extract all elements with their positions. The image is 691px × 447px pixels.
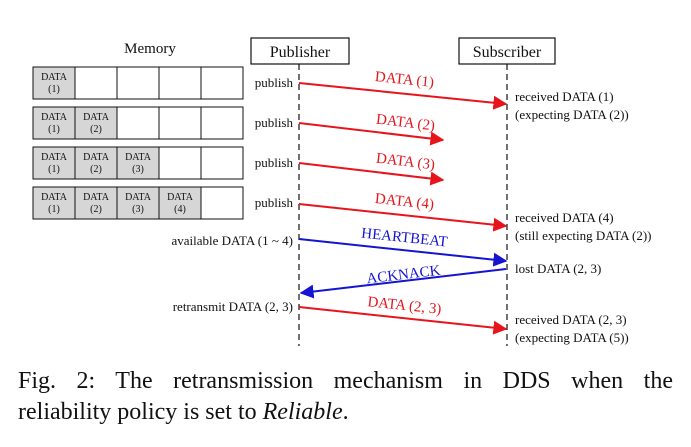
memory-cell-text: DATA — [83, 152, 110, 163]
memory-cell-empty — [158, 106, 202, 140]
subscriber-note: received DATA (4) — [515, 210, 614, 225]
memory-cell-empty — [158, 146, 202, 180]
memory-cell-text: DATA — [41, 192, 68, 203]
subscriber-notes: received DATA (1) (expecting DATA (2)) r… — [515, 89, 652, 345]
memory-cell-text: DATA — [41, 112, 68, 123]
memory-row: DATA(1)DATA(2)publish — [32, 106, 294, 140]
memory-cell-text: (1) — [48, 164, 60, 175]
retransmit-note: retransmit DATA (2, 3) — [173, 299, 293, 314]
caption-line-2-suffix: . — [342, 399, 349, 425]
memory-cell-text: DATA — [41, 72, 68, 83]
memory-cell-filled — [116, 186, 160, 220]
message-label-data-3: DATA (3) — [375, 151, 436, 174]
memory-rows: DATA(1)publishDATA(1)DATA(2)publishDATA(… — [32, 66, 294, 220]
publish-label: publish — [255, 155, 294, 170]
memory-cell-filled — [74, 186, 118, 220]
message-label-acknack: ACKNACK — [366, 263, 442, 288]
publish-label: publish — [255, 115, 294, 130]
memory-cell-filled — [32, 66, 76, 100]
caption-line-2: reliability policy is set to Reliable. — [18, 397, 673, 428]
memory-cell-text: (1) — [48, 204, 60, 215]
memory-cell-text: (3) — [132, 204, 144, 215]
memory-row: DATA(1) publish — [32, 66, 294, 100]
caption-line-2-prefix: reliability policy is set to — [18, 399, 263, 425]
subscriber-note: received DATA (2, 3) — [515, 312, 627, 327]
memory-cell-text: (3) — [132, 164, 144, 175]
figure-caption: Fig. 2: The retransmission mechanism in … — [18, 366, 673, 428]
memory-title: Memory — [124, 41, 176, 57]
memory-cell-text: (2) — [90, 124, 102, 135]
retransmission-diagram: Memory DATA(1)publishDATA(1)DATA(2)publi… — [32, 37, 652, 346]
subscriber-note: (expecting DATA (2)) — [515, 107, 629, 122]
memory-cell-filled — [74, 146, 118, 180]
message-arrow-data-2-3 — [298, 306, 508, 335]
message-label-data-2-3: DATA (2, 3) — [367, 294, 442, 318]
caption-line-1: Fig. 2: The retransmission mechanism in … — [18, 368, 673, 394]
message-arrow-data-4 — [298, 203, 508, 232]
memory-row: DATA(1)DATA(2)DATA(3)publish — [32, 146, 294, 180]
publisher-box — [250, 37, 350, 65]
message-arrow-data-2 — [298, 122, 445, 146]
subscriber-label: Subscriber — [473, 44, 542, 61]
memory-cell-filled — [158, 186, 202, 220]
memory-cell-text: (2) — [90, 164, 102, 175]
message-label-data-4: DATA (4) — [374, 191, 435, 213]
memory-cell-filled — [116, 146, 160, 180]
memory-cell-filled — [32, 106, 76, 140]
available-data-note: available DATA (1 ~ 4) — [171, 233, 293, 248]
memory-cell-text: (4) — [174, 204, 186, 215]
subscriber-note: lost DATA (2, 3) — [515, 261, 601, 276]
memory-cell-text: (1) — [48, 84, 60, 95]
memory-cell-empty — [74, 66, 118, 100]
memory-cell-text: (1) — [48, 124, 60, 135]
publish-label: publish — [255, 75, 294, 90]
memory-cell-text: DATA — [167, 192, 194, 203]
subscriber-note: (expecting DATA (5)) — [515, 330, 629, 345]
message-arrow-heartbeat — [298, 238, 508, 267]
memory-cell-empty — [158, 66, 202, 100]
memory-cell-text: DATA — [83, 192, 110, 203]
memory-cell-filled — [32, 186, 76, 220]
message-arrow-data-1 — [298, 82, 508, 110]
memory-cell-filled — [74, 106, 118, 140]
publish-label: publish — [255, 195, 294, 210]
subscriber-note: received DATA (1) — [515, 89, 614, 104]
message-label-data-1: DATA (1) — [374, 69, 435, 91]
memory-row: DATA(1)DATA(2)DATA(3)DATA(4)publish — [32, 186, 294, 220]
caption-emphasis: Reliable — [262, 399, 343, 425]
memory-cell-text: DATA — [83, 112, 110, 123]
memory-cell-text: DATA — [125, 152, 152, 163]
memory-cell-text: (2) — [90, 204, 102, 215]
memory-cell-empty — [200, 186, 244, 220]
memory-cell-text: DATA — [41, 152, 68, 163]
message-arrow-acknack — [299, 268, 507, 299]
memory-cell-empty — [200, 106, 244, 140]
message-label-data-2: DATA (2) — [375, 112, 436, 135]
memory-cell-empty — [200, 66, 244, 100]
memory-cell-empty — [116, 66, 160, 100]
memory-cell-empty — [116, 106, 160, 140]
memory-cell-text: DATA — [125, 192, 152, 203]
publisher-label: Publisher — [270, 44, 331, 61]
memory-cell-empty — [200, 146, 244, 180]
message-arrow-data-3 — [298, 162, 445, 186]
subscriber-box — [458, 37, 556, 65]
subscriber-note: (still expecting DATA (2)) — [515, 228, 652, 243]
messages: DATA (1) DATA (2) DATA (3) DATA (4) HEAR… — [298, 69, 508, 335]
